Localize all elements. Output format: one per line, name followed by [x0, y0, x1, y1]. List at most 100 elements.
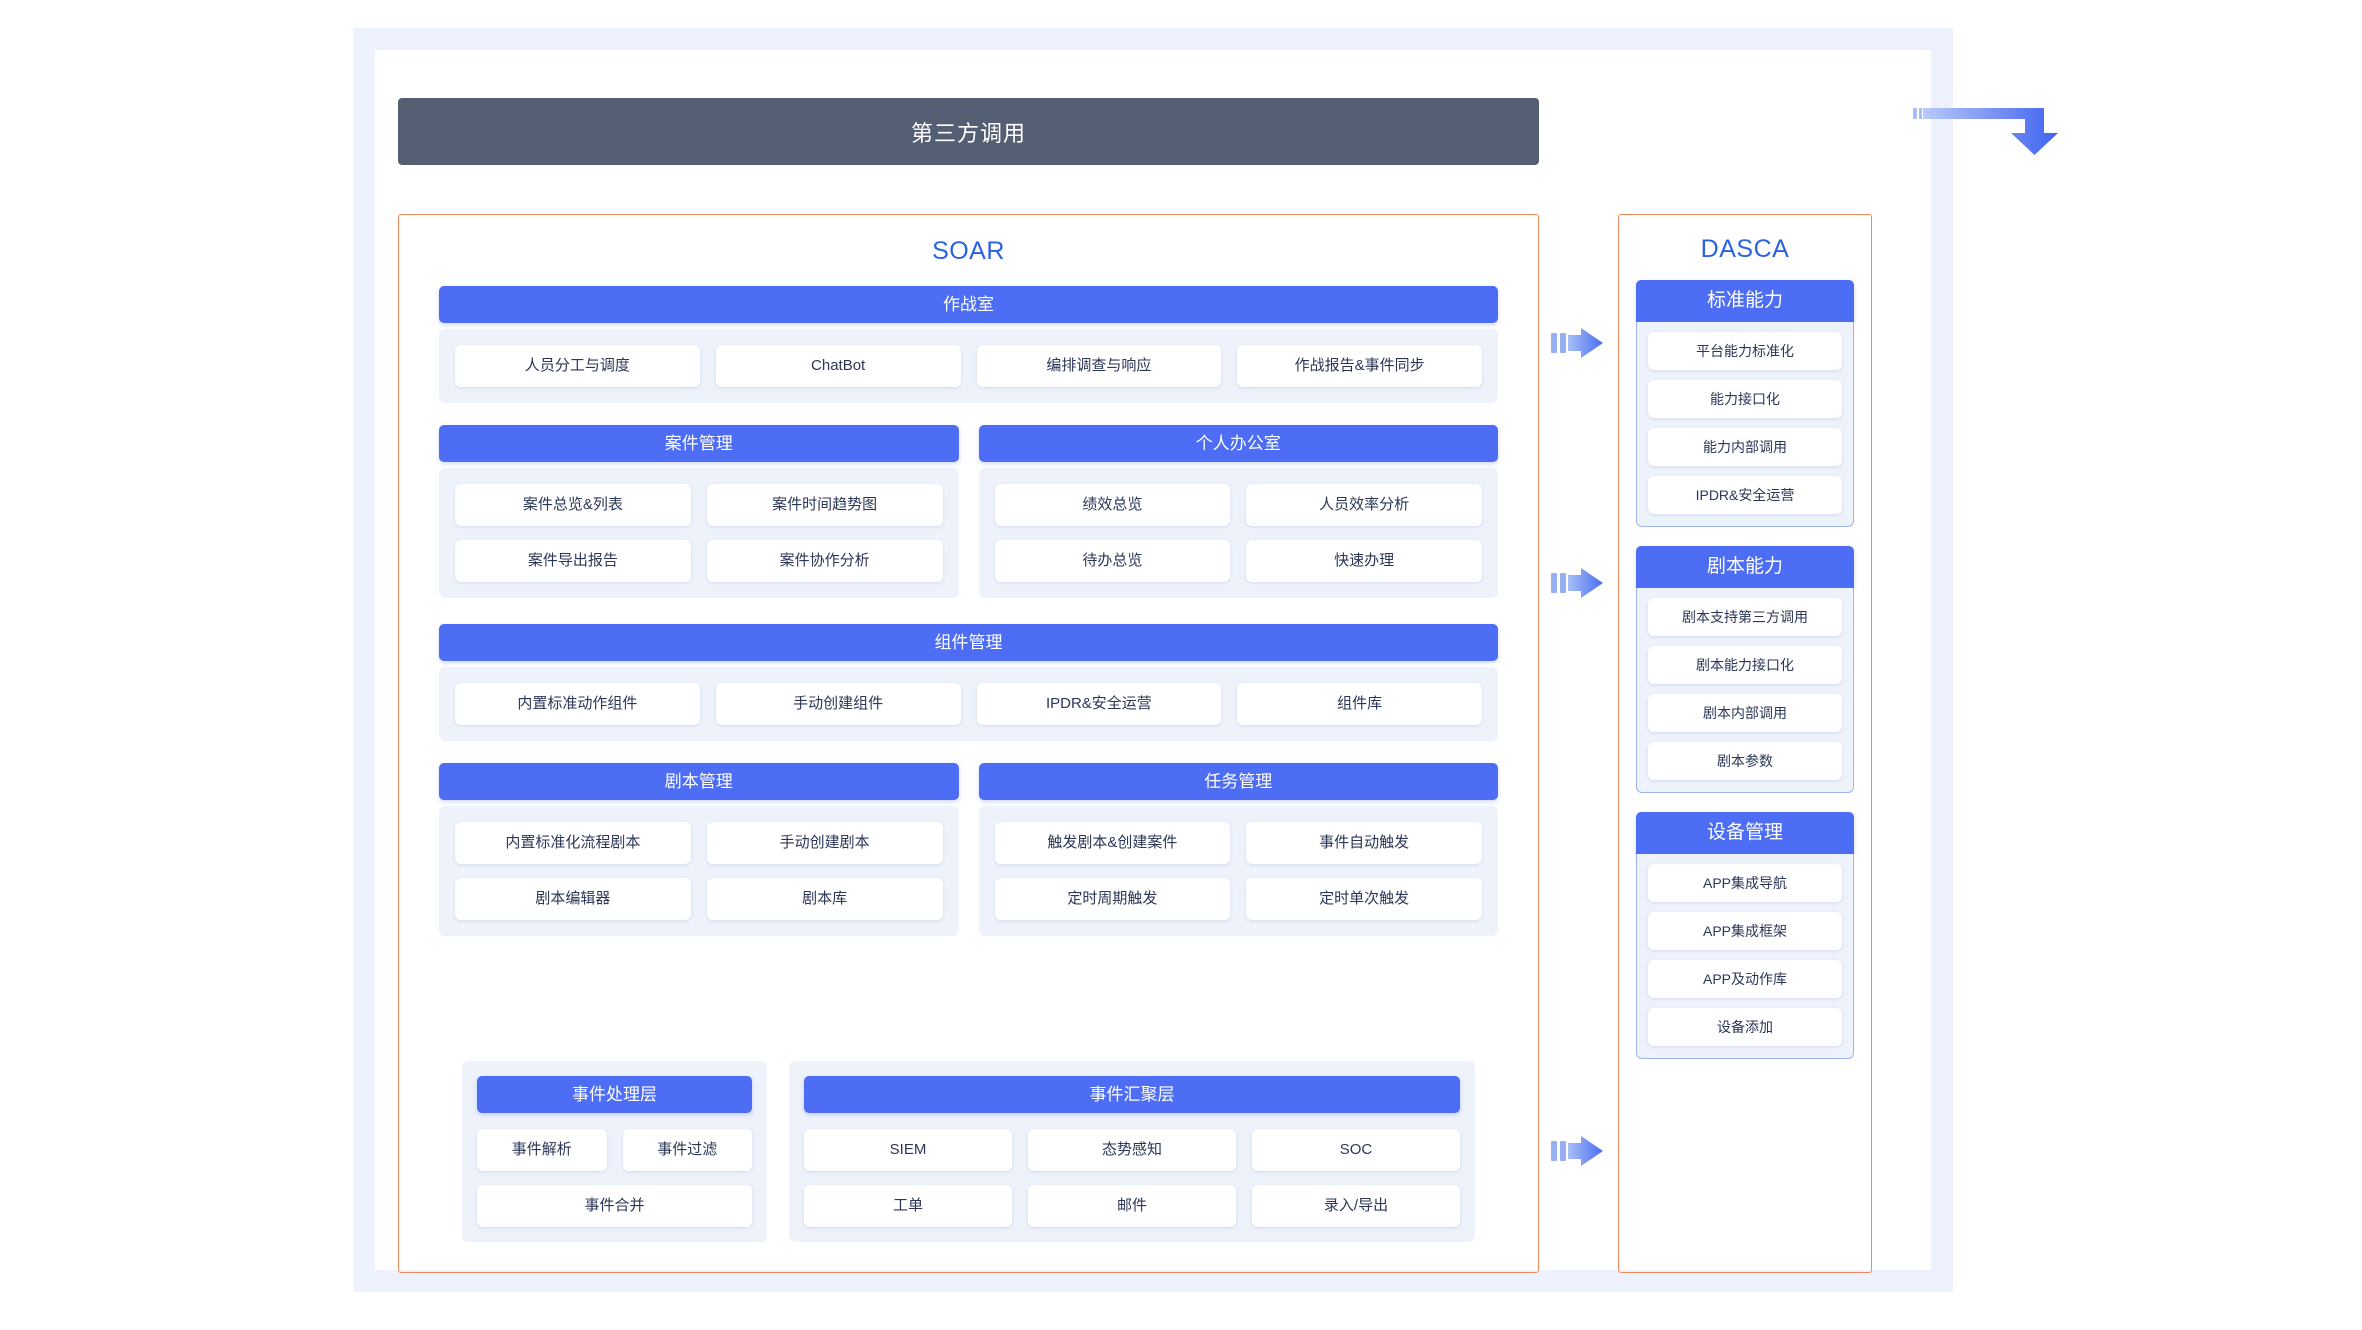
- task-management-tray: 触发剧本&创建案件 事件自动触发 定时周期触发 定时单次触发: [978, 806, 1498, 936]
- arrow-bar: [1560, 333, 1566, 353]
- war-room-item[interactable]: 人员分工与调度: [455, 345, 700, 387]
- dasca-group-tray: APP集成导航 APP集成框架 APP及动作库 设备添加: [1636, 854, 1854, 1059]
- event-processing-item[interactable]: 事件解析: [477, 1129, 607, 1171]
- arrow-bar: [1551, 333, 1557, 353]
- dasca-group-item[interactable]: 剧本支持第三方调用: [1648, 598, 1842, 636]
- case-management-section: 案件管理 案件总览&列表 案件时间趋势图 案件导出报告 案件协作分析: [439, 425, 959, 598]
- dasca-title: DASCA: [1700, 235, 1790, 263]
- event-processing-tray: 事件处理层 事件解析 事件过滤 事件合并: [462, 1061, 767, 1242]
- case-and-office-row: 案件管理 案件总览&列表 案件时间趋势图 案件导出报告 案件协作分析 个人办公室: [439, 425, 1498, 598]
- component-management-tray: 内置标准动作组件 手动创建组件 IPDR&安全运营 组件库: [439, 667, 1498, 741]
- dasca-group-item[interactable]: 能力内部调用: [1648, 428, 1842, 466]
- dasca-group-header: 剧本能力: [1636, 546, 1854, 588]
- playbook-management-section: 剧本管理 内置标准化流程剧本 手动创建剧本 剧本编辑器 剧本库: [439, 763, 959, 936]
- dasca-group-header: 标准能力: [1636, 280, 1854, 322]
- arrow-bar: [1560, 1141, 1566, 1161]
- event-processing-item[interactable]: 事件合并: [477, 1185, 752, 1227]
- dasca-group-item[interactable]: APP及动作库: [1648, 960, 1842, 998]
- dasca-group-item[interactable]: 平台能力标准化: [1648, 332, 1842, 370]
- dasca-group-item[interactable]: APP集成导航: [1648, 864, 1842, 902]
- playbook-management-item[interactable]: 剧本编辑器: [455, 878, 691, 920]
- task-management-section: 任务管理 触发剧本&创建案件 事件自动触发 定时周期触发 定时单次触发: [978, 763, 1498, 936]
- case-management-header: 案件管理: [439, 425, 959, 462]
- task-management-item[interactable]: 触发剧本&创建案件: [994, 822, 1231, 864]
- playbook-management-tray: 内置标准化流程剧本 手动创建剧本 剧本编辑器 剧本库: [439, 806, 959, 936]
- dasca-group-device-management: 设备管理 APP集成导航 APP集成框架 APP及动作库 设备添加: [1636, 812, 1854, 1059]
- connector-arrow-device: [1551, 1134, 1603, 1168]
- event-aggregation-item[interactable]: 录入/导出: [1252, 1185, 1460, 1227]
- event-aggregation-item[interactable]: SOC: [1252, 1129, 1460, 1171]
- event-aggregation-section: 事件汇聚层 SIEM 态势感知 SOC 工单 邮件 录入/导出: [789, 1061, 1475, 1242]
- dasca-group-tray: 平台能力标准化 能力接口化 能力内部调用 IPDR&安全运营: [1636, 322, 1854, 527]
- connector-arrow-standard: [1551, 326, 1603, 360]
- dasca-group-header: 设备管理: [1636, 812, 1854, 854]
- event-layers-row: 事件处理层 事件解析 事件过滤 事件合并 事件汇聚层 SIEM 态势感知: [462, 1061, 1475, 1242]
- event-processing-section: 事件处理层 事件解析 事件过滤 事件合并: [462, 1061, 767, 1242]
- task-management-header: 任务管理: [978, 763, 1498, 800]
- dasca-group-item[interactable]: 剧本参数: [1648, 742, 1842, 780]
- dasca-group-item[interactable]: APP集成框架: [1648, 912, 1842, 950]
- event-aggregation-item[interactable]: 工单: [804, 1185, 1012, 1227]
- playbook-management-item[interactable]: 手动创建剧本: [706, 822, 943, 864]
- soar-panel: SOAR 作战室 人员分工与调度 ChatBot 编排调查与响应 作战报告&事件…: [398, 214, 1539, 1273]
- event-aggregation-item[interactable]: SIEM: [804, 1129, 1012, 1171]
- personal-office-tray: 绩效总览 人员效率分析 待办总览 快速办理: [978, 468, 1498, 598]
- personal-office-item[interactable]: 待办总览: [994, 540, 1231, 582]
- dasca-group-item[interactable]: 剧本内部调用: [1648, 694, 1842, 732]
- case-management-item[interactable]: 案件协作分析: [706, 540, 943, 582]
- playbook-and-task-row: 剧本管理 内置标准化流程剧本 手动创建剧本 剧本编辑器 剧本库 任务管理: [439, 763, 1498, 936]
- component-management-section: 组件管理 内置标准动作组件 手动创建组件 IPDR&安全运营 组件库: [439, 624, 1498, 741]
- war-room-item[interactable]: ChatBot: [715, 345, 961, 387]
- event-aggregation-item[interactable]: 态势感知: [1028, 1129, 1236, 1171]
- task-management-item[interactable]: 定时单次触发: [1246, 878, 1482, 920]
- component-management-item[interactable]: 手动创建组件: [715, 683, 961, 725]
- dasca-group-tray: 剧本支持第三方调用 剧本能力接口化 剧本内部调用 剧本参数: [1636, 588, 1854, 793]
- war-room-tray: 人员分工与调度 ChatBot 编排调查与响应 作战报告&事件同步: [439, 329, 1498, 403]
- elbow-down-arrow-icon: [1913, 108, 2058, 155]
- personal-office-header: 个人办公室: [978, 425, 1498, 462]
- third-party-invoke-bar: 第三方调用: [398, 98, 1539, 165]
- component-management-item[interactable]: 内置标准动作组件: [455, 683, 700, 725]
- task-management-item[interactable]: 定时周期触发: [994, 878, 1231, 920]
- component-management-item[interactable]: 组件库: [1237, 683, 1482, 725]
- personal-office-section: 个人办公室 绩效总览 人员效率分析 待办总览 快速办理: [978, 425, 1498, 598]
- personal-office-item[interactable]: 绩效总览: [994, 484, 1231, 526]
- arrow-bar: [1551, 573, 1557, 593]
- war-room-header: 作战室: [439, 286, 1498, 323]
- war-room-section: 作战室 人员分工与调度 ChatBot 编排调查与响应 作战报告&事件同步: [439, 286, 1498, 403]
- case-management-item[interactable]: 案件时间趋势图: [706, 484, 943, 526]
- dasca-group-standard-capability: 标准能力 平台能力标准化 能力接口化 能力内部调用 IPDR&安全运营: [1636, 280, 1854, 527]
- playbook-management-header: 剧本管理: [439, 763, 959, 800]
- personal-office-item[interactable]: 快速办理: [1246, 540, 1482, 582]
- dasca-group-item[interactable]: 设备添加: [1648, 1008, 1842, 1046]
- task-management-item[interactable]: 事件自动触发: [1246, 822, 1482, 864]
- dasca-group-item[interactable]: 剧本能力接口化: [1648, 646, 1842, 684]
- diagram-canvas: 第三方调用 SOAR 作战室: [353, 28, 2058, 1292]
- playbook-management-item[interactable]: 内置标准化流程剧本: [455, 822, 691, 864]
- diagram-inner-frame: 第三方调用 SOAR 作战室: [375, 50, 2058, 1273]
- playbook-management-item[interactable]: 剧本库: [706, 878, 943, 920]
- arrow-bar: [1551, 1141, 1557, 1161]
- component-management-item[interactable]: IPDR&安全运营: [976, 683, 1222, 725]
- dasca-group-playbook-capability: 剧本能力 剧本支持第三方调用 剧本能力接口化 剧本内部调用 剧本参数: [1636, 546, 1854, 793]
- personal-office-item[interactable]: 人员效率分析: [1246, 484, 1482, 526]
- event-aggregation-item[interactable]: 邮件: [1028, 1185, 1236, 1227]
- event-processing-item[interactable]: 事件过滤: [622, 1129, 752, 1171]
- dasca-group-item[interactable]: IPDR&安全运营: [1648, 476, 1842, 514]
- case-management-tray: 案件总览&列表 案件时间趋势图 案件导出报告 案件协作分析: [439, 468, 959, 598]
- dasca-group-item[interactable]: 能力接口化: [1648, 380, 1842, 418]
- case-management-item[interactable]: 案件总览&列表: [455, 484, 691, 526]
- event-processing-header: 事件处理层: [477, 1076, 752, 1113]
- war-room-item[interactable]: 作战报告&事件同步: [1237, 345, 1482, 387]
- dasca-panel: DASCA 标准能力 平台能力标准化 能力接口化 能力内部调用 IPDR&安全运…: [1618, 214, 1872, 1273]
- right-arrow-icon: [1568, 568, 1603, 598]
- case-management-item[interactable]: 案件导出报告: [455, 540, 691, 582]
- third-party-invoke-label: 第三方调用: [910, 120, 1026, 146]
- war-room-item[interactable]: 编排调查与响应: [976, 345, 1222, 387]
- connector-arrow-playbook: [1551, 566, 1603, 600]
- right-arrow-icon: [1568, 1136, 1603, 1166]
- event-aggregation-header: 事件汇聚层: [804, 1076, 1460, 1113]
- event-aggregation-tray: 事件汇聚层 SIEM 态势感知 SOC 工单 邮件 录入/导出: [789, 1061, 1475, 1242]
- arrow-bar: [1560, 573, 1566, 593]
- soar-title: SOAR: [932, 237, 1005, 265]
